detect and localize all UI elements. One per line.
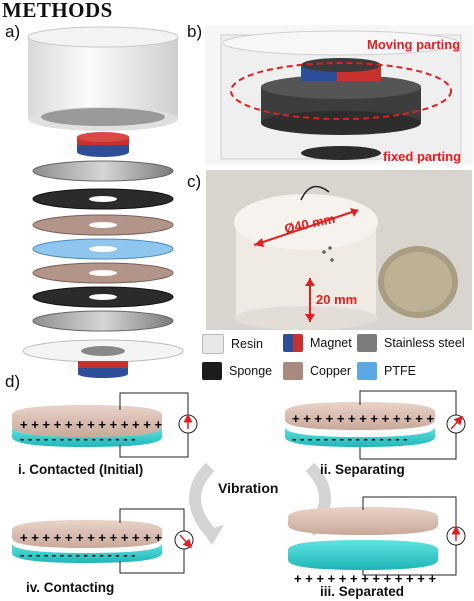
panel-label-c: c) (187, 172, 202, 191)
state-i-label: i. Contacted (Initial) (18, 462, 144, 477)
device-photo: Ø40 mm 20 mm (206, 170, 472, 330)
state-ii-label: ii. Separating (320, 462, 405, 477)
sponge-swatch (202, 362, 222, 380)
magnet-top (77, 132, 129, 157)
resin-base (22, 339, 184, 378)
legend-item-stainless-steel: Stainless steel (357, 334, 465, 352)
assembled-device-figure: Moving parting fixed parting (205, 25, 473, 165)
svg-text:- - - - - - - - - - - - - - -: - - - - - - - - - - - - - - - (20, 547, 136, 562)
disc-stack (32, 160, 174, 332)
svg-text:+ + + + + + + + + + + + +: + + + + + + + + + + + + + (20, 530, 162, 545)
exploded-view-illustration (22, 26, 184, 378)
state-ii-separating: + + + + + + + + + + + + + - - - - - - - … (285, 390, 466, 460)
panel-label-a: a) (5, 22, 21, 41)
svg-text:- - - - - - - - - - - - - - -: - - - - - - - - - - - - - - - (292, 431, 408, 446)
state-iv-contacting: + + + + + + + + + + + + + - - - - - - - … (12, 508, 194, 574)
state-iii-separated: + + + + + + + + + + + + + (288, 496, 466, 586)
vibration-label: Vibration (218, 480, 279, 496)
legend-item-sponge: Sponge (202, 362, 272, 380)
steel-swatch (357, 334, 377, 352)
state-i-contacted: + + + + + + + + + + + + + - - - - - - - … (12, 392, 198, 458)
vibration-cycle-arrow (189, 462, 331, 545)
panel-label-b: b) (187, 22, 203, 41)
legend-item-copper: Copper (283, 362, 351, 380)
panel-label-d: d) (5, 372, 21, 391)
moving-parting-label: Moving parting (367, 37, 461, 52)
legend-item-resin: Resin (202, 334, 263, 354)
copper-swatch (283, 362, 303, 380)
svg-text:- - - - - - - - - - - - - - -: - - - - - - - - - - - - - - - (20, 431, 136, 446)
fixed-parting-label: fixed parting (383, 149, 462, 164)
legend-item-magnet: Magnet (283, 334, 352, 352)
working-cycle-diagram: + + + + + + + + + + + + + - - - - - - - … (12, 390, 466, 586)
resin-swatch (202, 334, 224, 354)
resin-cap (27, 26, 179, 131)
section-heading: METHODS (2, 0, 113, 22)
legend-item-ptfe: PTFE (357, 362, 416, 380)
height-label: 20 mm (316, 292, 358, 307)
state-iv-label: iv. Contacting (26, 580, 115, 595)
svg-text:+ + + + + + + + + + + + +: + + + + + + + + + + + + + (20, 417, 162, 432)
state-iii-label: iii. Separated (320, 584, 405, 599)
ptfe-swatch (357, 362, 377, 380)
magnet-swatch (283, 334, 303, 352)
svg-text:+ + + + + + + + + + + + +: + + + + + + + + + + + + + (292, 411, 434, 426)
